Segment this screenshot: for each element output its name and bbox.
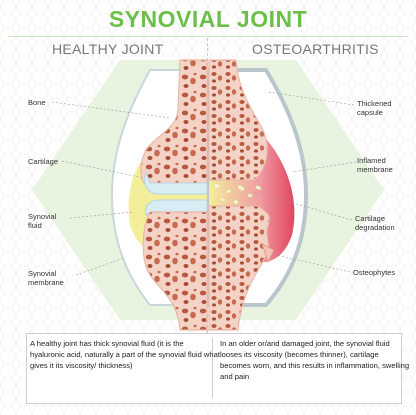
- label-synovial-fluid-line1: Synovial: [28, 212, 57, 221]
- label-osteophytes: Osteophytes: [353, 268, 396, 277]
- label-thickened-capsule-line2: capsule: [357, 108, 383, 117]
- page-title: SYNOVIAL JOINT: [108, 6, 308, 32]
- heading-osteoarthritis: OSTEOARTHRITIS: [252, 41, 379, 57]
- leader-thickened-capsule: [267, 91, 355, 106]
- label-synovial-fluid-line2: fluid: [28, 221, 42, 230]
- label-inflamed-membrane-line1: Inflamed: [357, 156, 386, 165]
- heading-healthy-joint: HEALTHY JOINT: [52, 41, 164, 57]
- caption-divider: [212, 338, 213, 398]
- osteophyte: [261, 243, 275, 264]
- label-synovial-membrane: Synovial membrane: [28, 269, 64, 287]
- label-cartilage: Cartilage: [28, 157, 59, 166]
- lower-bone-left: [142, 211, 208, 331]
- label-bone: Bone: [28, 98, 46, 107]
- leader-synovial-membrane: [75, 257, 125, 276]
- label-synovial-membrane-line2: membrane: [28, 278, 64, 287]
- leader-cartilage-degradation: [253, 191, 353, 221]
- leader-cartilage: [61, 160, 145, 179]
- label-cartilage-degradation-line1: Cartilage: [355, 214, 386, 223]
- label-inflamed-membrane-line2: membrane: [357, 165, 393, 174]
- title-underline: [8, 36, 408, 37]
- center-divider: [207, 38, 209, 333]
- lower-bone-right: [208, 205, 270, 331]
- caption-box: [26, 333, 402, 404]
- leader-inflamed-membrane: [291, 161, 357, 173]
- cartilage-fragments: [213, 182, 262, 206]
- caption-osteoarthritis: In an older or/and damaged joint, the sy…: [220, 339, 410, 381]
- label-thickened-capsule: Thickened capsule: [357, 99, 392, 117]
- label-inflamed-membrane: Inflamed membrane: [357, 156, 393, 174]
- label-cartilage-degradation-line2: degradation: [355, 223, 395, 232]
- leader-synovial-fluid: [69, 211, 135, 219]
- label-thickened-capsule-line1: Thickened: [357, 99, 392, 108]
- label-cartilage-degradation: Cartilage degradation: [355, 214, 395, 232]
- label-synovial-membrane-line1: Synovial: [28, 269, 57, 278]
- leader-osteophytes: [271, 253, 351, 273]
- upper-bone-right: [208, 59, 268, 181]
- caption-healthy: A healthy joint has thick synovial fluid…: [30, 339, 220, 370]
- label-synovial-fluid: Synovial fluid: [28, 212, 56, 230]
